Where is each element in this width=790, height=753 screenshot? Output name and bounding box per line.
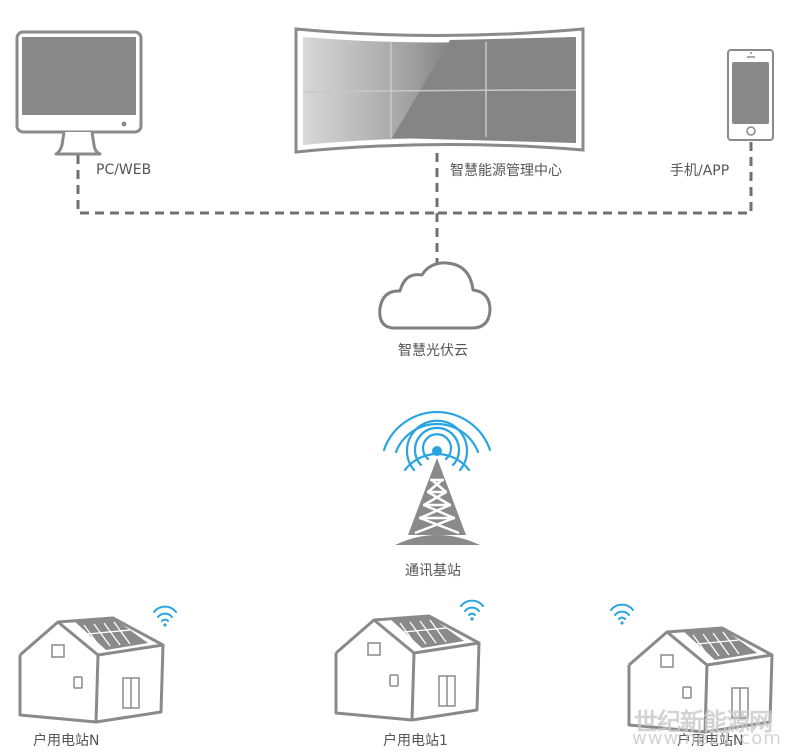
solar-house-icon (610, 603, 774, 734)
mobile-app-label: 手机/APP (670, 163, 730, 179)
wifi-icon (153, 605, 177, 622)
mobile-connector (437, 142, 753, 215)
energy-center-label: 智慧能源管理中心 (450, 163, 562, 179)
solar-house-icon (18, 605, 177, 724)
wifi-icon (610, 603, 634, 620)
station-label-right: 户用电站N (677, 733, 744, 749)
cloud-icon (378, 261, 492, 330)
solar-house-icon (334, 599, 484, 722)
desktop-monitor-icon (15, 30, 143, 156)
pc-connector (76, 155, 437, 215)
watermark-url: www.ne21.com (632, 728, 782, 749)
wifi-icon (460, 599, 484, 616)
cloud-label: 智慧光伏云 (398, 343, 468, 359)
station-label-middle: 户用电站1 (383, 733, 448, 749)
smartphone-icon (727, 49, 774, 141)
cell-tower-icon (382, 411, 492, 545)
watermark-title: 世纪新能源网 (634, 708, 773, 736)
station-label-left: 户用电站N (33, 733, 100, 749)
pc-web-label: PC/WEB (96, 162, 152, 178)
video-wall-icon (294, 27, 585, 154)
connector-lines (76, 142, 753, 265)
tower-label: 通讯基站 (405, 563, 461, 579)
